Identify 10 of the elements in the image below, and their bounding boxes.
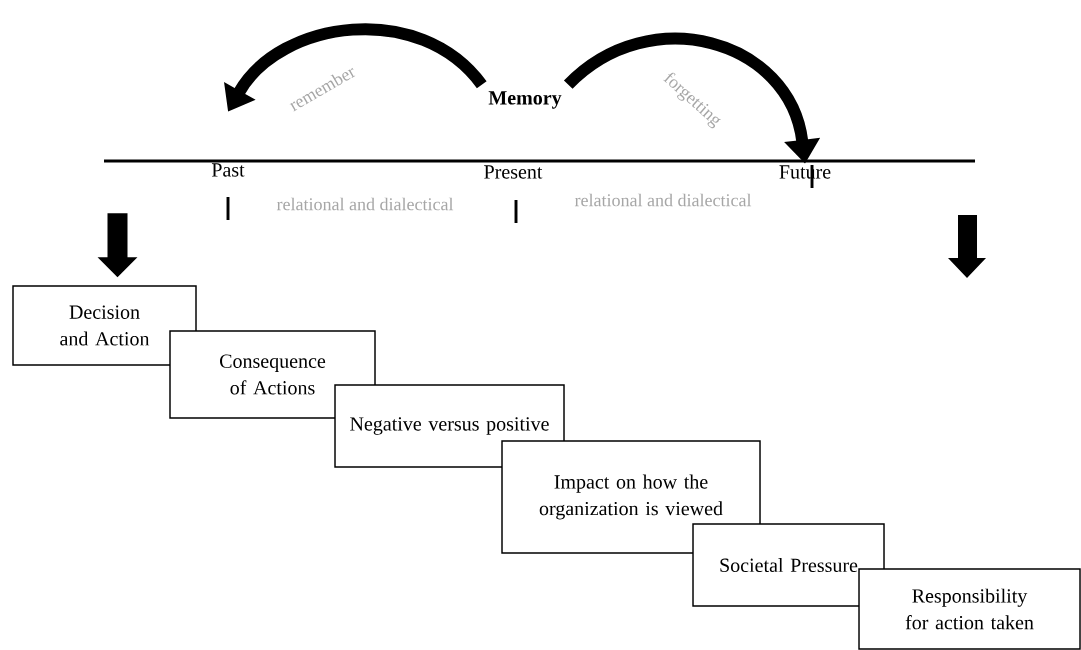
step-box: Impact on how the organization is viewed (501, 440, 761, 554)
timeline-label: Present (484, 165, 543, 179)
step-box: Responsibility for action taken (858, 568, 1081, 650)
timeline-label: Past (211, 163, 245, 177)
note-text: relational and dialectical (574, 193, 752, 207)
note-text: relational and dialectical (276, 197, 454, 211)
timeline-label: Memory (488, 91, 562, 109)
step-box: Decision and Action (12, 285, 197, 366)
step-box: Negative versus positive (334, 384, 565, 468)
step-box: Societal Pressure (692, 523, 885, 607)
